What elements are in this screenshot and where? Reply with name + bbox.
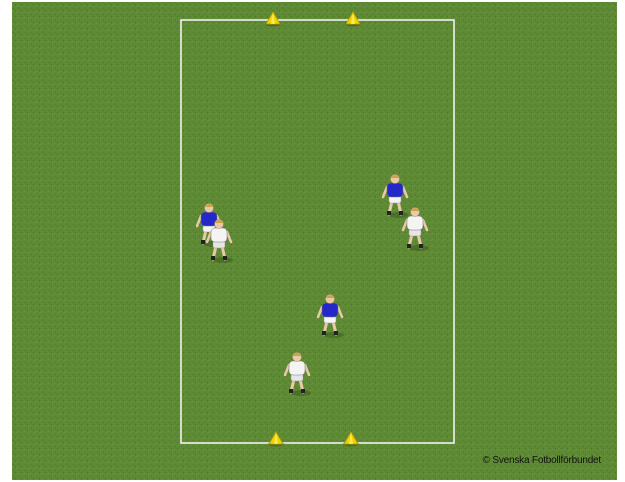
- grass-area: [12, 2, 617, 480]
- copyright-text: © Svenska Fotbollförbundet: [483, 455, 601, 466]
